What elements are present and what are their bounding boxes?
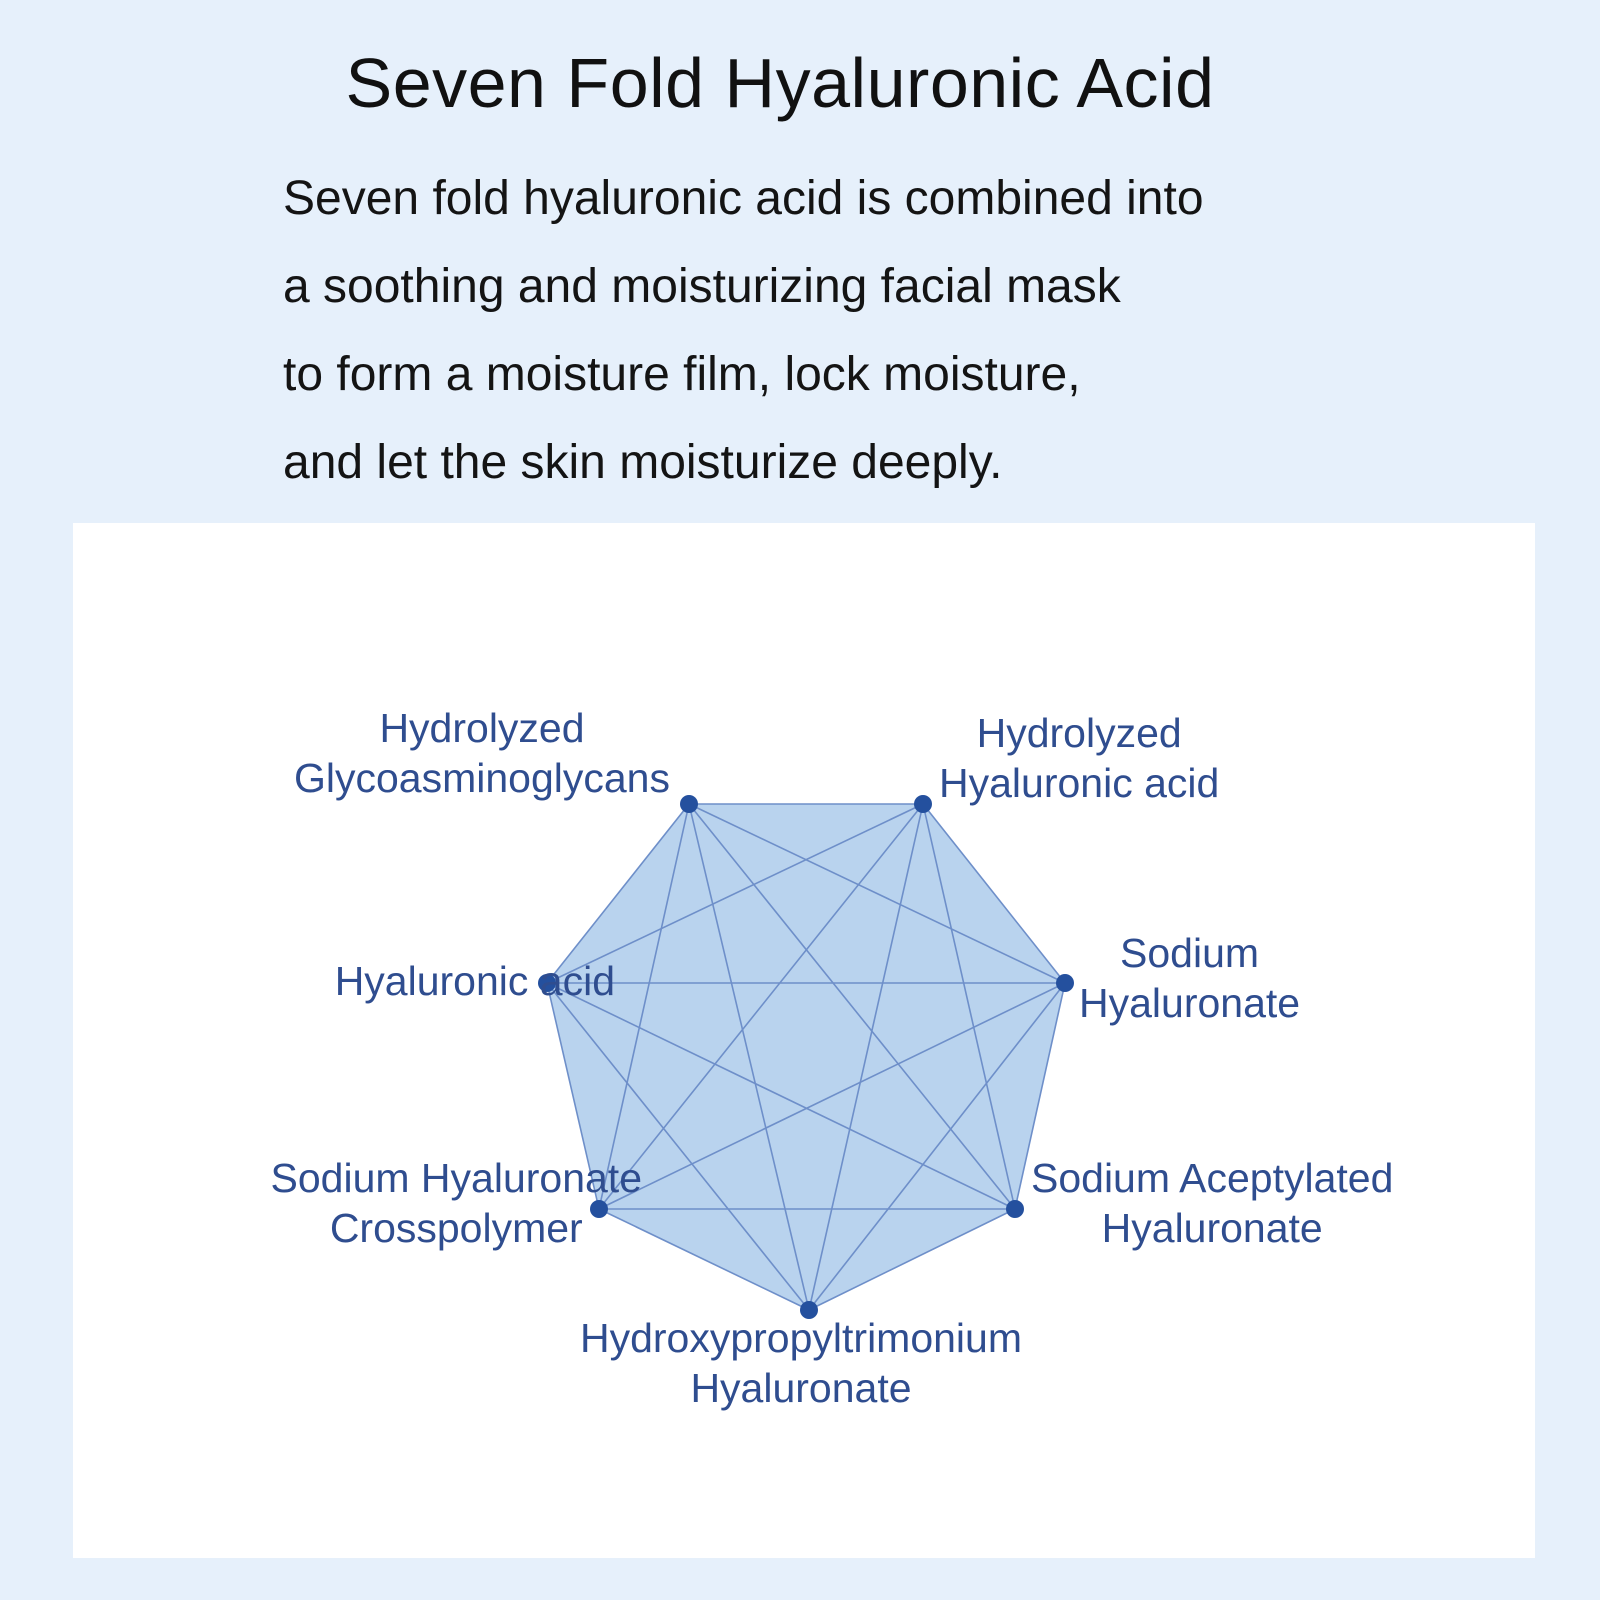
node-label-top-left: Hydrolyzed Glycoasminoglycans	[294, 703, 670, 803]
node-label-right-line-1: Sodium	[1120, 930, 1260, 976]
connection-line-top-right-bottom-left	[598, 803, 924, 1210]
heptagon-shape-layer	[547, 804, 1065, 1310]
connection-line-top-left-bottom-left	[598, 803, 690, 1210]
intro-line-3: to form a moisture film, lock moisture,	[283, 348, 1081, 401]
connection-line-top-left-bottom-right	[688, 803, 1016, 1210]
node-label-left: Hyaluronic acid	[335, 956, 615, 1006]
heptagon-diagram	[538, 795, 1074, 1319]
connection-line-top-right-right	[922, 803, 1066, 984]
intro-line-1: Seven fold hyaluronic acid is combined i…	[283, 172, 1204, 225]
node-label-bottom-right-line-2: Hyaluronate	[1101, 1205, 1323, 1251]
node-label-bottom-left: Sodium Hyaluronate Crosspolymer	[271, 1153, 642, 1253]
node-dot-right	[1056, 974, 1074, 992]
node-label-top-right-line-1: Hydrolyzed	[976, 710, 1182, 756]
connection-line-bottom-left-left	[546, 982, 600, 1210]
node-label-bottom-right: Sodium Aceptylated Hyaluronate	[1031, 1153, 1393, 1253]
diagram-panel: Hydrolyzed Glycoasminoglycans Hydrolyzed…	[73, 523, 1535, 1558]
connection-line-right-bottom-left	[598, 982, 1066, 1210]
intro-line-4: and let the skin moisturize deeply.	[283, 436, 1003, 489]
heptagon-fill	[547, 804, 1065, 1310]
page-title: Seven Fold Hyaluronic Acid	[345, 44, 1215, 122]
node-label-bottom-left-line-2: Crosspolymer	[329, 1205, 583, 1251]
intro-line-2: a soothing and moisturizing facial mask	[283, 260, 1121, 313]
node-label-top-left-line-2: Glycoasminoglycans	[294, 755, 670, 801]
node-dot-top-right	[914, 795, 932, 813]
connection-line-bottom-left	[546, 982, 810, 1311]
connection-line-top-right-left	[546, 803, 924, 984]
connection-line-top-right-bottom-right	[922, 803, 1016, 1210]
node-label-top-right-line-2: Hyaluronic acid	[939, 760, 1220, 806]
node-dot-top-left	[680, 795, 698, 813]
node-label-top-right: Hydrolyzed Hyaluronic acid	[939, 708, 1219, 808]
node-label-right-line-2: Hyaluronate	[1079, 980, 1301, 1026]
node-dot-layer	[538, 795, 1074, 1319]
connection-line-bottom-right-left	[546, 982, 1016, 1210]
connection-line-layer	[546, 803, 1066, 1311]
node-dot-bottom-left	[590, 1200, 608, 1218]
node-label-bottom-line-1: Hydroxypropyltrimonium	[579, 1315, 1022, 1361]
node-label-bottom: Hydroxypropyltrimonium Hyaluronate	[70, 1313, 1532, 1413]
node-label-bottom-left-line-1: Sodium Hyaluronate	[270, 1155, 642, 1201]
node-dot-bottom-right	[1006, 1200, 1024, 1218]
node-label-bottom-line-2: Hyaluronate	[690, 1365, 912, 1411]
connection-line-right-bottom-right	[1014, 982, 1066, 1210]
connection-line-top-left-right	[688, 803, 1066, 984]
connection-line-top-left-bottom	[688, 803, 810, 1311]
node-dot-left	[538, 974, 556, 992]
node-dot-bottom	[800, 1301, 818, 1319]
connection-line-bottom-bottom-left	[598, 1208, 810, 1311]
connection-line-bottom-right-bottom	[808, 1208, 1016, 1311]
connection-line-top-right-bottom	[808, 803, 924, 1311]
node-label-right: Sodium Hyaluronate	[1079, 928, 1300, 1028]
node-label-bottom-right-line-1: Sodium Aceptylated	[1031, 1155, 1394, 1201]
connection-line-top-left-left	[546, 803, 690, 984]
node-label-left-line-1: Hyaluronic acid	[334, 958, 615, 1004]
intro-text: Seven fold hyaluronic acid is combined i…	[283, 155, 1383, 507]
node-label-top-left-line-1: Hydrolyzed	[379, 705, 585, 751]
connection-line-right-bottom	[808, 982, 1066, 1311]
